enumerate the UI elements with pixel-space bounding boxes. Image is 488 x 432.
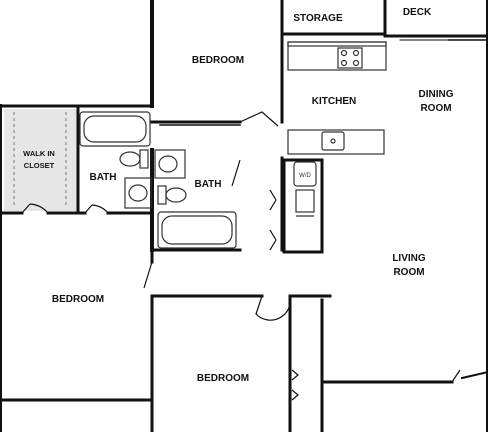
label-dining-line1: DINING — [419, 89, 454, 100]
label-bedroom-top: BEDROOM — [192, 55, 244, 66]
label-bedroom-bottom: BEDROOM — [197, 373, 249, 384]
walk-in-closet-floor — [4, 109, 77, 211]
label-bedroom-left: BEDROOM — [52, 294, 104, 305]
label-bath-center: BATH — [194, 179, 221, 190]
closet-shelf-lines — [13, 112, 67, 208]
label-living-line1: LIVING — [392, 253, 426, 264]
label-storage: STORAGE — [293, 13, 343, 24]
label-bath-left: BATH — [89, 172, 116, 183]
bath-fixtures — [79, 111, 237, 249]
label-dining-line2: ROOM — [420, 103, 451, 114]
label-living-line2: ROOM — [393, 267, 424, 278]
doors — [21, 35, 488, 401]
svg-text:W/D: W/D — [299, 173, 311, 179]
label-deck: DECK — [403, 7, 432, 18]
label-walk-in-line2: CLOSET — [24, 161, 55, 170]
label-walk-in-line1: WALK IN — [23, 149, 55, 158]
label-kitchen: KITCHEN — [312, 96, 356, 107]
kitchen-counters: W/D — [287, 41, 387, 217]
